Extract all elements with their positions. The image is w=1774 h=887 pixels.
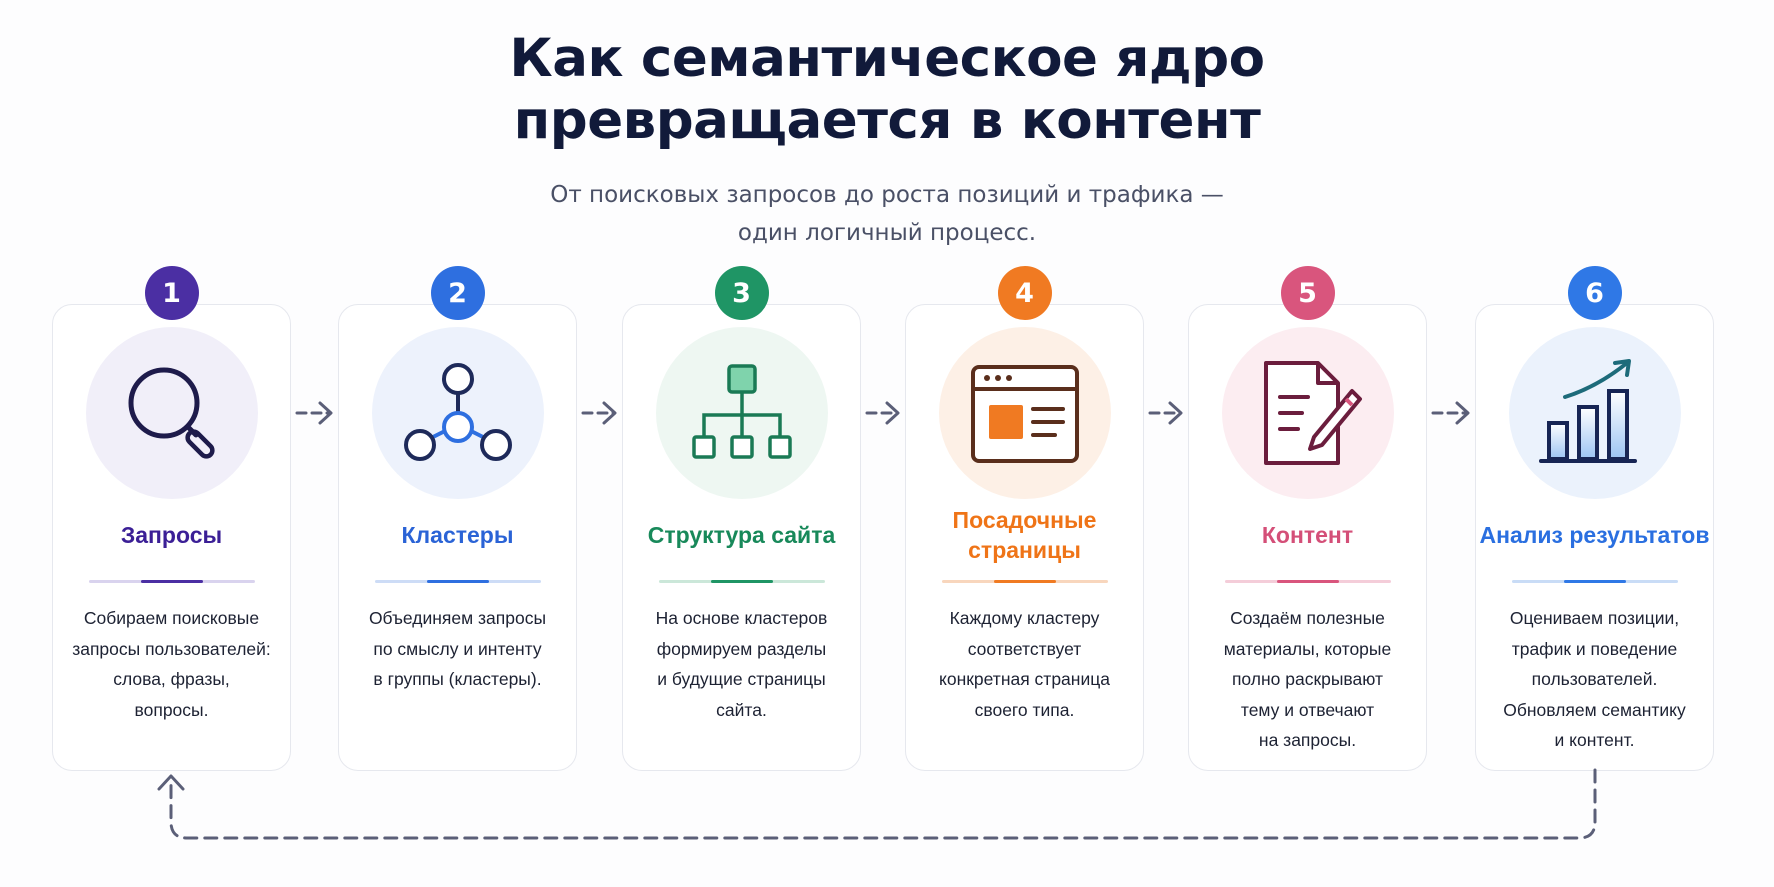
title-line-1: Как семантическое ядро (509, 28, 1265, 89)
stage-number-badge: 2 (430, 266, 485, 320)
stage-number-badge: 5 (1280, 266, 1335, 320)
page-title: Как семантическое ядро превращается в ко… (0, 28, 1774, 152)
subtitle-line-2: один логичный процесс. (737, 220, 1037, 246)
stage-number-badge: 4 (997, 266, 1052, 320)
title-line-2: превращается в контент (513, 90, 1261, 151)
cluster-nodes-icon (403, 363, 512, 461)
stage-description: Собираем поисковые запросы пользователей… (72, 608, 271, 720)
stage-divider (1224, 580, 1391, 583)
stage-divider (941, 580, 1108, 583)
stage-number-badge: 6 (1567, 266, 1622, 320)
subtitle-line-1: От поисковых запросов до роста позиций и… (550, 182, 1224, 208)
stage-title: Анализ результатов (1479, 522, 1710, 548)
stage-divider (374, 580, 541, 583)
growth-chart-icon (1538, 359, 1637, 463)
stage-number-badge: 3 (714, 266, 769, 320)
step-arrow (1431, 401, 1470, 425)
stage-title: Структура сайта (647, 522, 836, 548)
stage-divider (1511, 580, 1678, 583)
landing-page-icon (970, 365, 1079, 463)
stage-title: Посадочные страницы (952, 507, 1097, 563)
stage-description: Объединяем запросы по смыслу и интенту в… (368, 608, 547, 689)
stage-divider (658, 580, 825, 583)
stage-title: Кластеры (401, 522, 514, 548)
stage-icon-circle (655, 327, 828, 499)
sitemap-icon (691, 364, 792, 459)
stage-description: Создаём полезные материалы, которые полн… (1223, 608, 1392, 750)
page-subtitle: От поисковых запросов до роста позиций и… (0, 176, 1774, 252)
step-arrow (1148, 401, 1183, 425)
stage-description: Оцениваем позиции, трафик и поведение по… (1503, 608, 1686, 750)
stage-divider (88, 580, 255, 583)
step-arrow (865, 401, 900, 425)
document-pen-icon (1263, 361, 1362, 465)
step-arrow (295, 401, 333, 425)
stage-icon-circle (1221, 327, 1394, 499)
stage-description: Каждому кластеру соответствует конкретна… (939, 608, 1110, 720)
step-arrow (581, 401, 617, 425)
stage-number-badge: 1 (144, 266, 199, 320)
stage-icon-circle (371, 327, 544, 499)
stage-icon-circle (938, 327, 1111, 499)
stage-icon-circle (1508, 327, 1681, 499)
stage-title: Запросы (120, 522, 223, 548)
magnifier-icon (128, 367, 215, 459)
stage-title: Контент (1261, 522, 1354, 548)
stage-description: На основе кластеров формируем разделы и … (655, 608, 828, 720)
stage-icon-circle (85, 327, 258, 499)
